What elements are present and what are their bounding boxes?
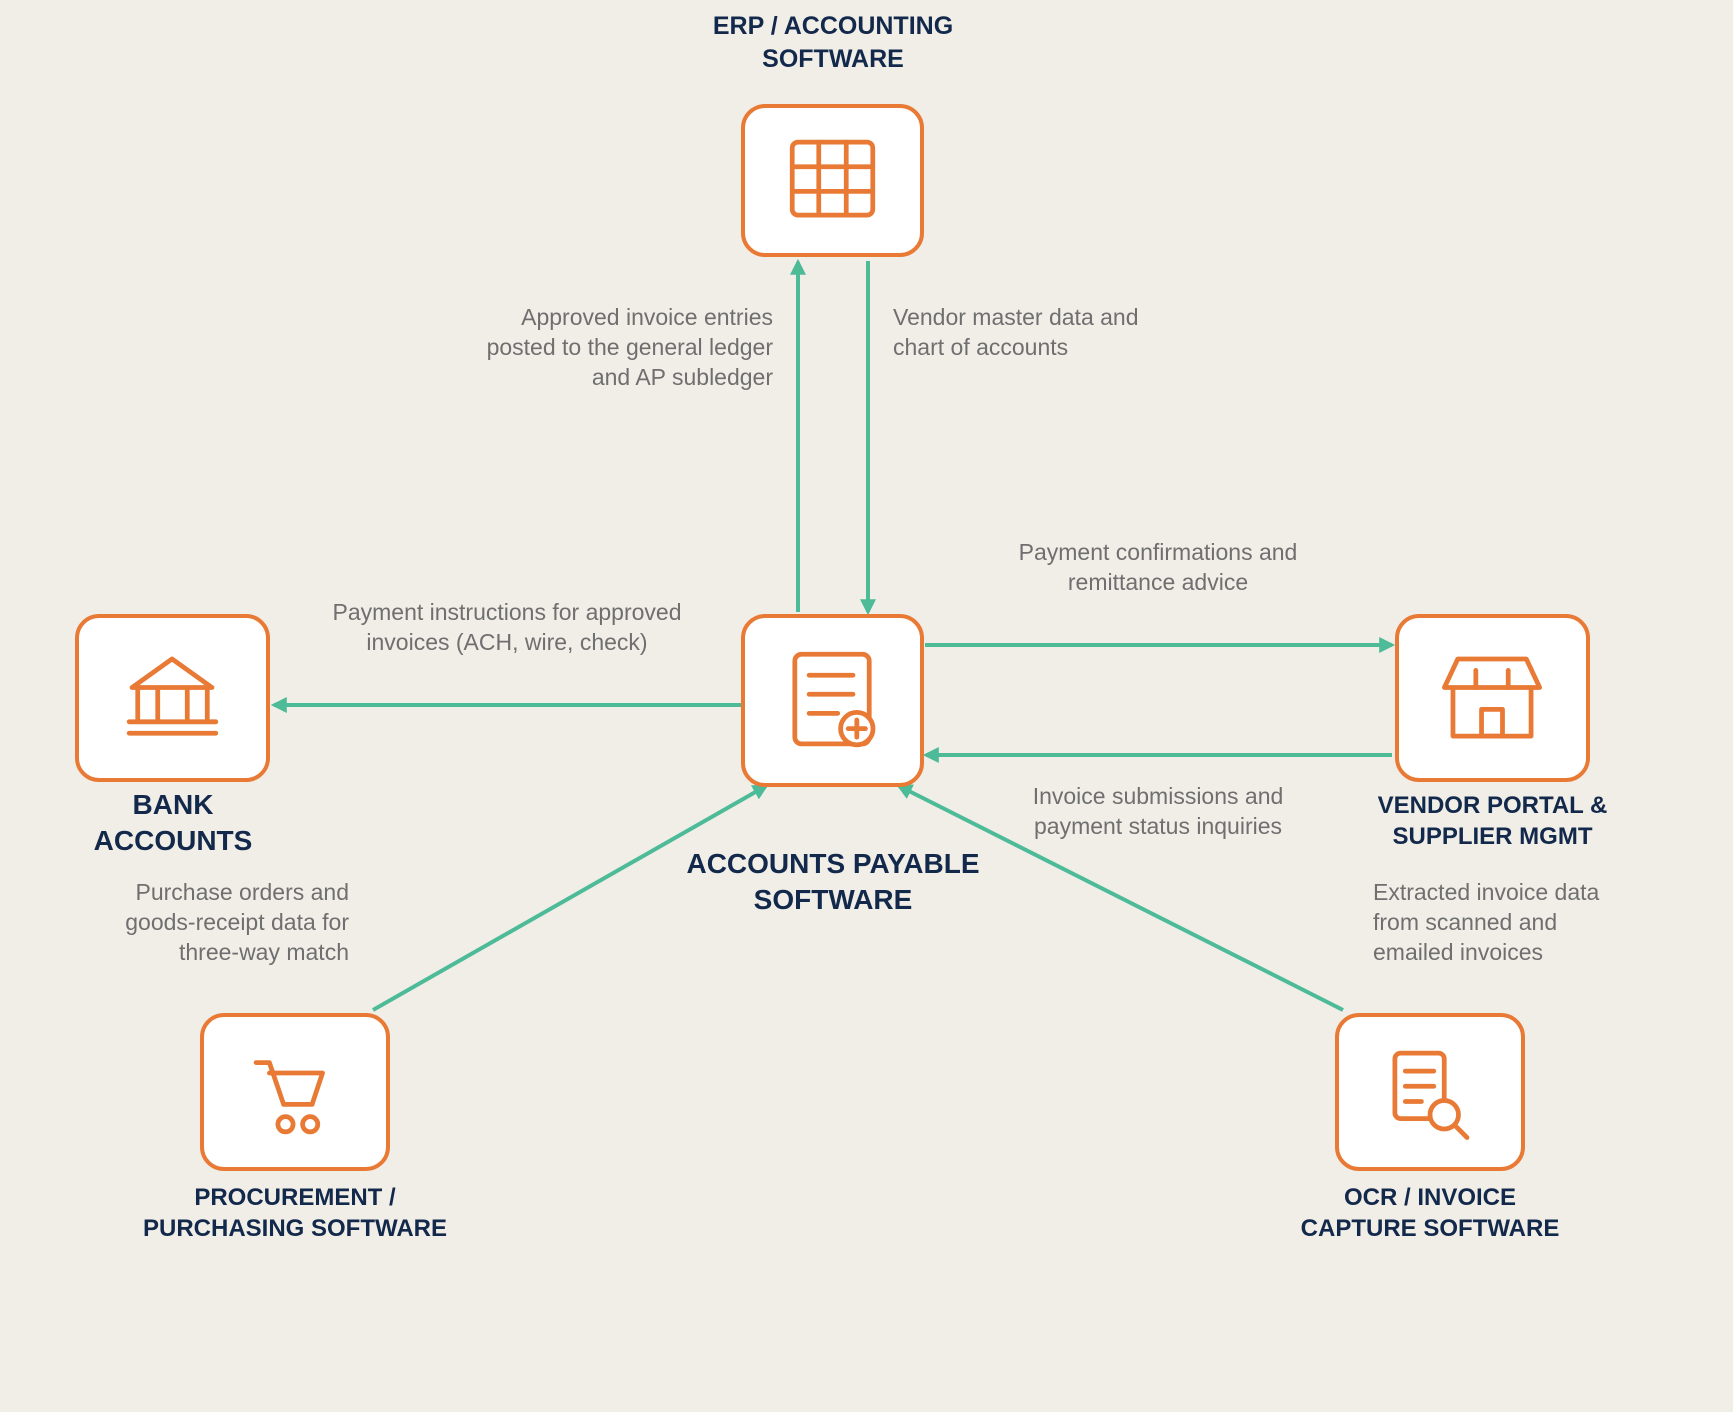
shopping-cart-icon bbox=[253, 1060, 325, 1135]
document-add-icon bbox=[792, 651, 876, 748]
flow-label-line: remittance advice bbox=[1067, 569, 1249, 595]
flow-label-line: invoices (ACH, wire, check) bbox=[366, 629, 648, 655]
flow-label-line: chart of accounts bbox=[893, 334, 1069, 360]
ap-node[interactable] bbox=[741, 614, 924, 787]
vendor-title-line-2: SUPPLIER MGMT bbox=[1392, 823, 1593, 851]
ocr-title: OCR / INVOICE CAPTURE SOFTWARE bbox=[1285, 1182, 1575, 1244]
flow-label-line: three-way match bbox=[178, 939, 349, 965]
ap-title-line-2: SOFTWARE bbox=[753, 884, 913, 916]
bank-icon bbox=[126, 656, 219, 736]
flow-label-line: goods-receipt data for bbox=[125, 909, 349, 935]
bank-title-line-2: ACCOUNTS bbox=[93, 825, 253, 857]
flow-label-line: Invoice submissions and bbox=[1032, 783, 1284, 809]
erp-title-line-2: SOFTWARE bbox=[762, 44, 904, 73]
connector-ocr-to-ap bbox=[896, 784, 1344, 1012]
ocr-node[interactable] bbox=[1335, 1013, 1525, 1171]
grid-icon bbox=[789, 139, 876, 218]
flow-label-ap-to-bank: Payment instructions for approved invoic… bbox=[307, 597, 707, 657]
ap-title: ACCOUNTS PAYABLE SOFTWARE bbox=[633, 846, 1033, 919]
flow-label-line: emailed invoices bbox=[1373, 939, 1544, 965]
flow-label-ap-to-erp: Approved invoice entries posted to the g… bbox=[430, 302, 773, 392]
vendor-node[interactable] bbox=[1395, 614, 1590, 782]
flow-label-procurement-to-ap: Purchase orders and goods-receipt data f… bbox=[80, 877, 349, 967]
storefront-icon bbox=[1442, 656, 1543, 739]
ap-title-line-1: ACCOUNTS PAYABLE bbox=[686, 848, 980, 879]
connector-procurement-to-ap bbox=[372, 784, 769, 1012]
procurement-title-line-1: PROCUREMENT / bbox=[194, 1184, 396, 1211]
bank-title-line-1: BANK bbox=[132, 789, 214, 820]
flow-label-line: Purchase orders and bbox=[135, 879, 349, 905]
flow-label-line: Payment confirmations and bbox=[1018, 539, 1298, 565]
bank-title: BANK ACCOUNTS bbox=[48, 787, 298, 860]
flow-label-line: Vendor master data and bbox=[893, 304, 1139, 330]
flow-label-line: Approved invoice entries bbox=[521, 304, 773, 330]
ocr-title-line-1: OCR / INVOICE bbox=[1343, 1184, 1517, 1211]
vendor-title-line-1: VENDOR PORTAL & bbox=[1377, 792, 1608, 819]
flow-label-line: Payment instructions for approved bbox=[332, 599, 682, 625]
erp-title: ERP / ACCOUNTING SOFTWARE bbox=[630, 10, 1036, 75]
bank-node[interactable] bbox=[75, 614, 270, 782]
procurement-title-line-2: PURCHASING SOFTWARE bbox=[142, 1215, 447, 1243]
flow-label-erp-to-ap: Vendor master data and chart of accounts bbox=[893, 302, 1213, 362]
flow-label-line: Extracted invoice data bbox=[1373, 879, 1600, 905]
erp-node[interactable] bbox=[741, 104, 924, 257]
flow-label-ocr-to-ap: Extracted invoice data from scanned and … bbox=[1373, 877, 1673, 967]
flow-label-ap-to-vendor: Payment confirmations and remittance adv… bbox=[978, 537, 1338, 597]
erp-title-line-1: ERP / ACCOUNTING bbox=[712, 12, 954, 40]
flow-label-line: payment status inquiries bbox=[1033, 813, 1282, 839]
flow-label-line: from scanned and bbox=[1373, 909, 1558, 935]
flow-label-vendor-to-ap: Invoice submissions and payment status i… bbox=[978, 781, 1338, 841]
vendor-title: VENDOR PORTAL & SUPPLIER MGMT bbox=[1350, 790, 1635, 852]
ocr-title-line-2: CAPTURE SOFTWARE bbox=[1300, 1215, 1560, 1243]
procurement-node[interactable] bbox=[200, 1013, 390, 1171]
flow-label-line: posted to the general ledger bbox=[486, 334, 773, 360]
flow-label-line: and AP subledger bbox=[591, 364, 773, 390]
procurement-title: PROCUREMENT / PURCHASING SOFTWARE bbox=[120, 1182, 470, 1244]
document-search-icon bbox=[1392, 1050, 1470, 1140]
